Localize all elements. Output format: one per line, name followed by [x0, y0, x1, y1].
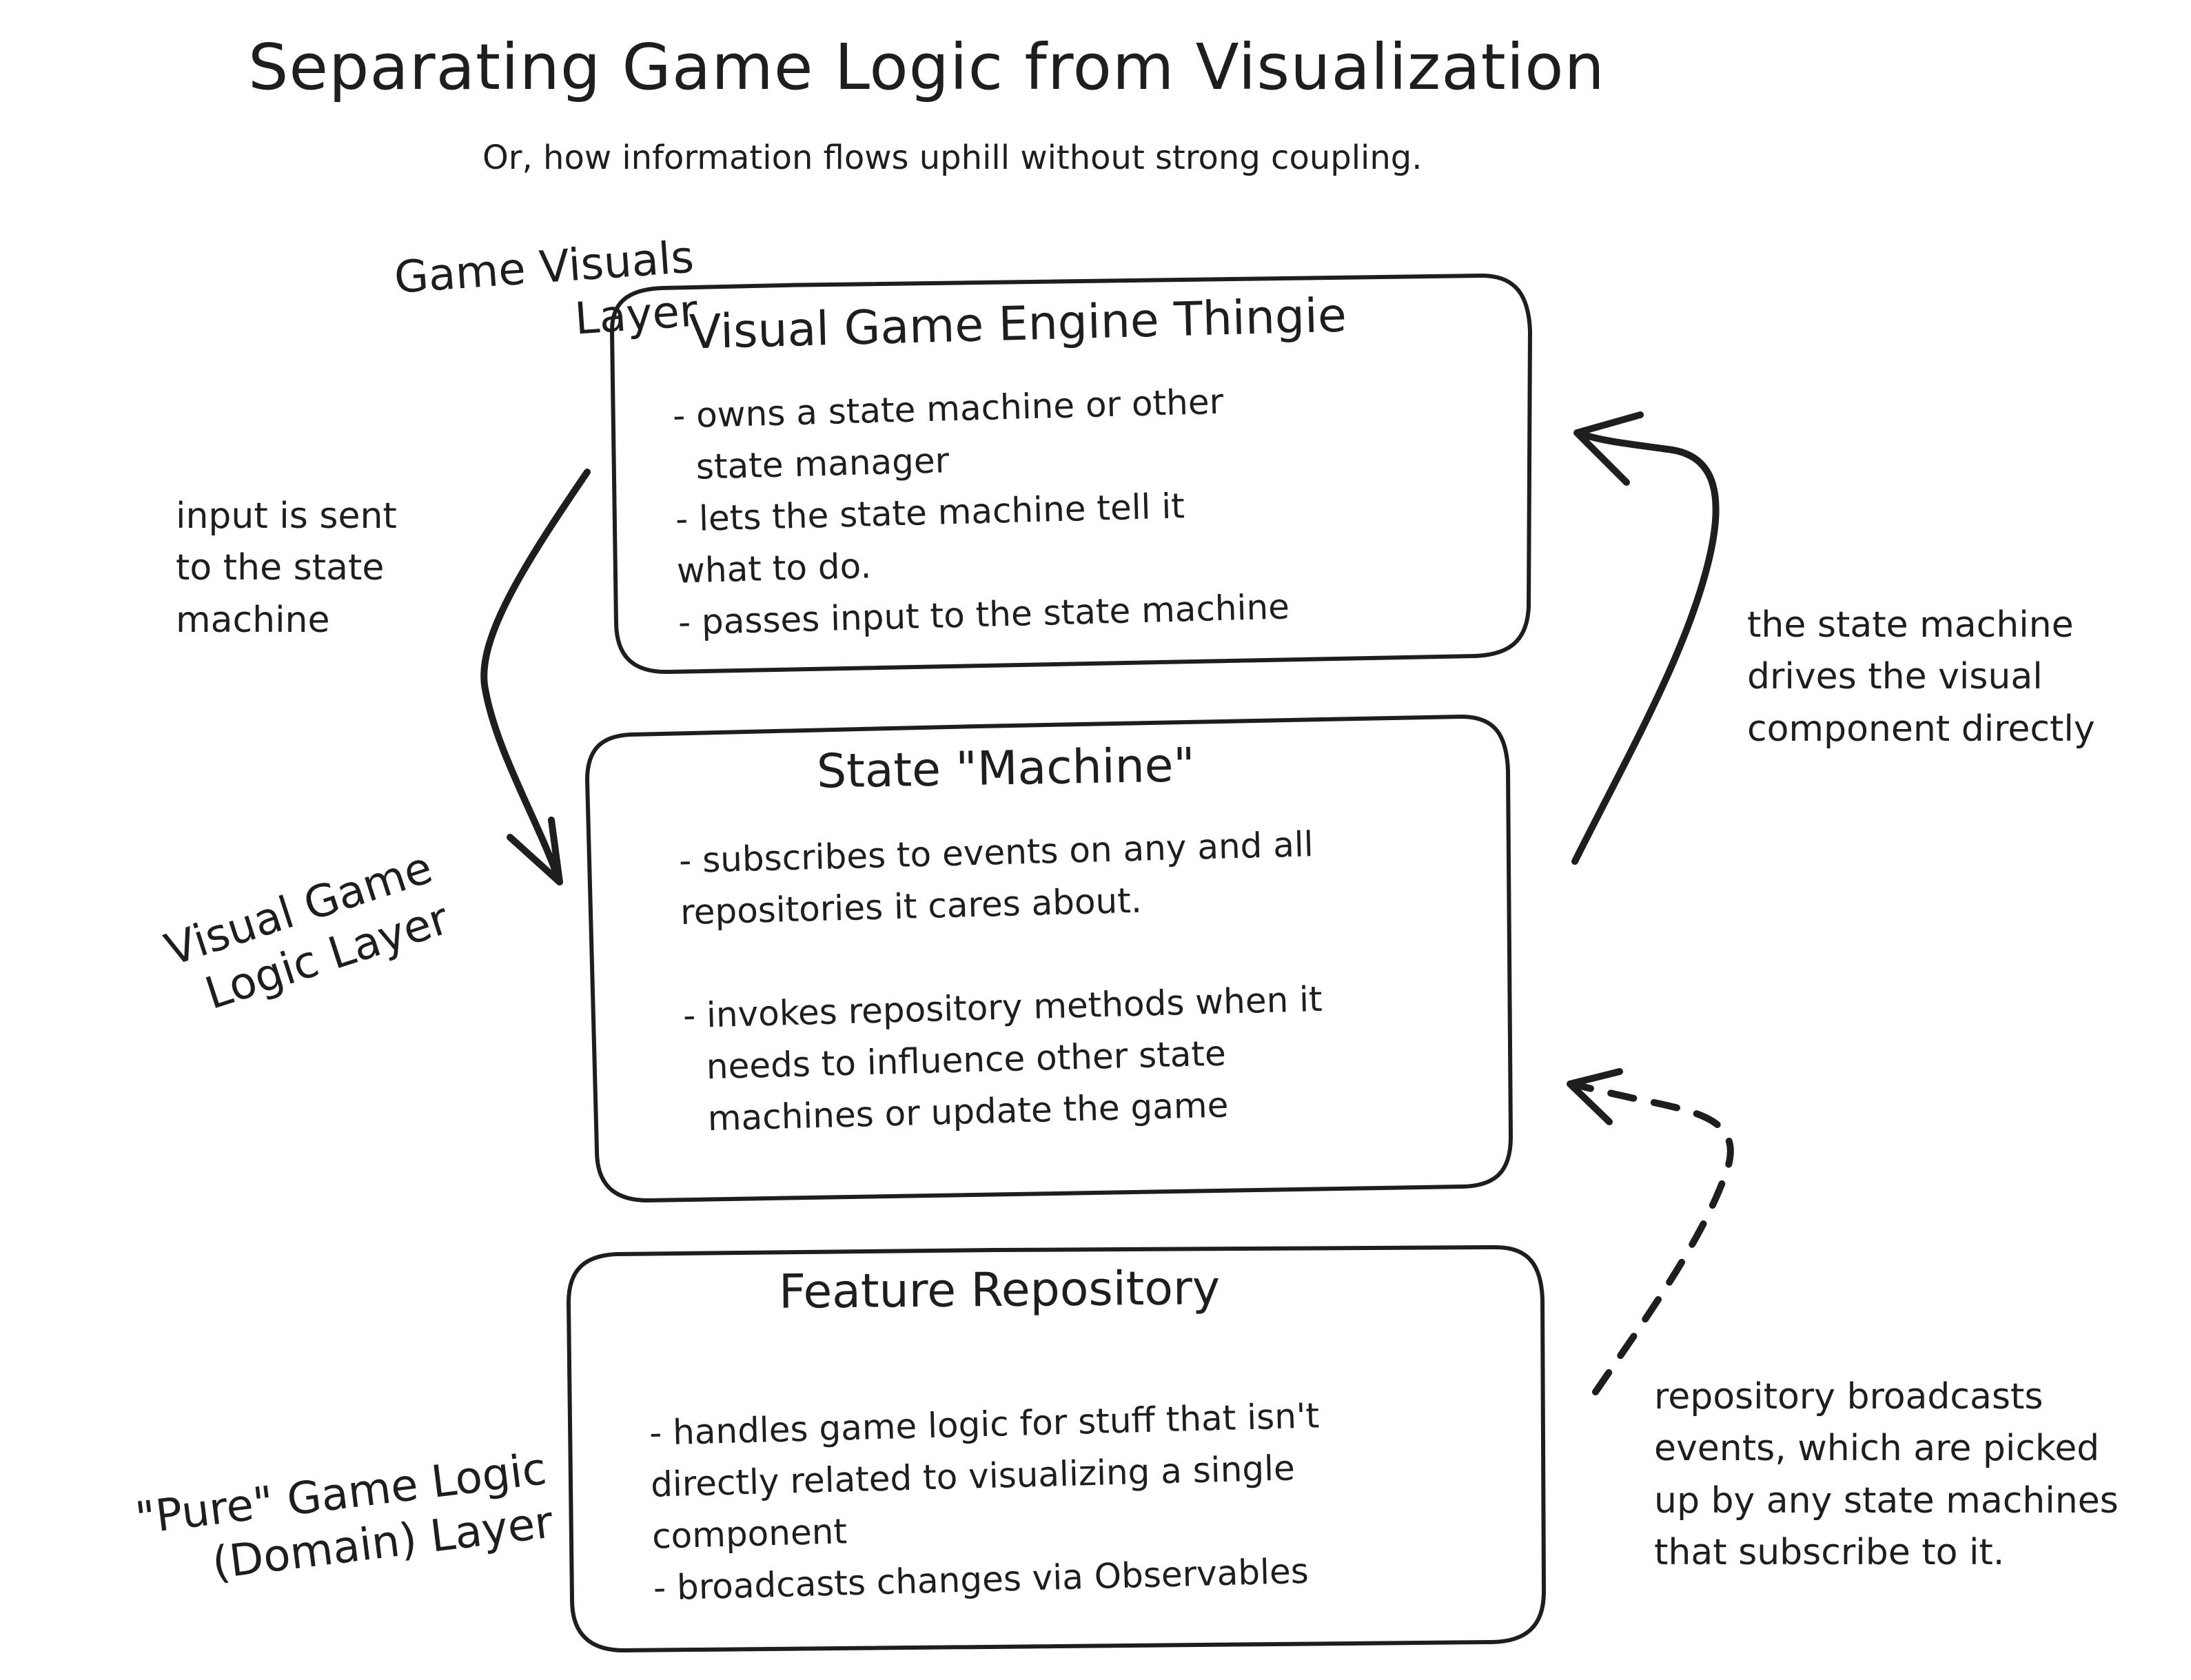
state-machine-box-body: - subscribes to events on any and all re… [678, 824, 1323, 1140]
broadcasts-arrow-head [1567, 1068, 1623, 1125]
engine-box-body: - owns a state machine or other state ma… [672, 381, 1290, 643]
broadcasts-arrow [1568, 1080, 1734, 1395]
note-broadcasts: repository broadcasts events, which are … [1654, 1376, 2119, 1574]
state-machine-box[interactable] [585, 715, 1513, 1202]
note-drives: the state machine drives the visual comp… [1747, 604, 2095, 750]
input-arrow-head [507, 817, 563, 885]
engine-box[interactable] [609, 274, 1532, 675]
drives-arrow [1571, 429, 1720, 865]
repository-box[interactable] [567, 1245, 1546, 1652]
repository-box-body: - handles game logic for stuff that isn'… [649, 1395, 1320, 1608]
state-machine-box-title: State "Machine" [816, 738, 1196, 799]
input-arrow [480, 469, 591, 882]
page-subtitle: Or, how information flows uphill without… [482, 139, 1423, 177]
page-title: Separating Game Logic from Visualization [248, 30, 1605, 104]
note-input: input is sent to the state machine [176, 495, 397, 641]
drives-arrow-head [1573, 411, 1644, 486]
repository-box-title: Feature Repository [778, 1261, 1221, 1320]
